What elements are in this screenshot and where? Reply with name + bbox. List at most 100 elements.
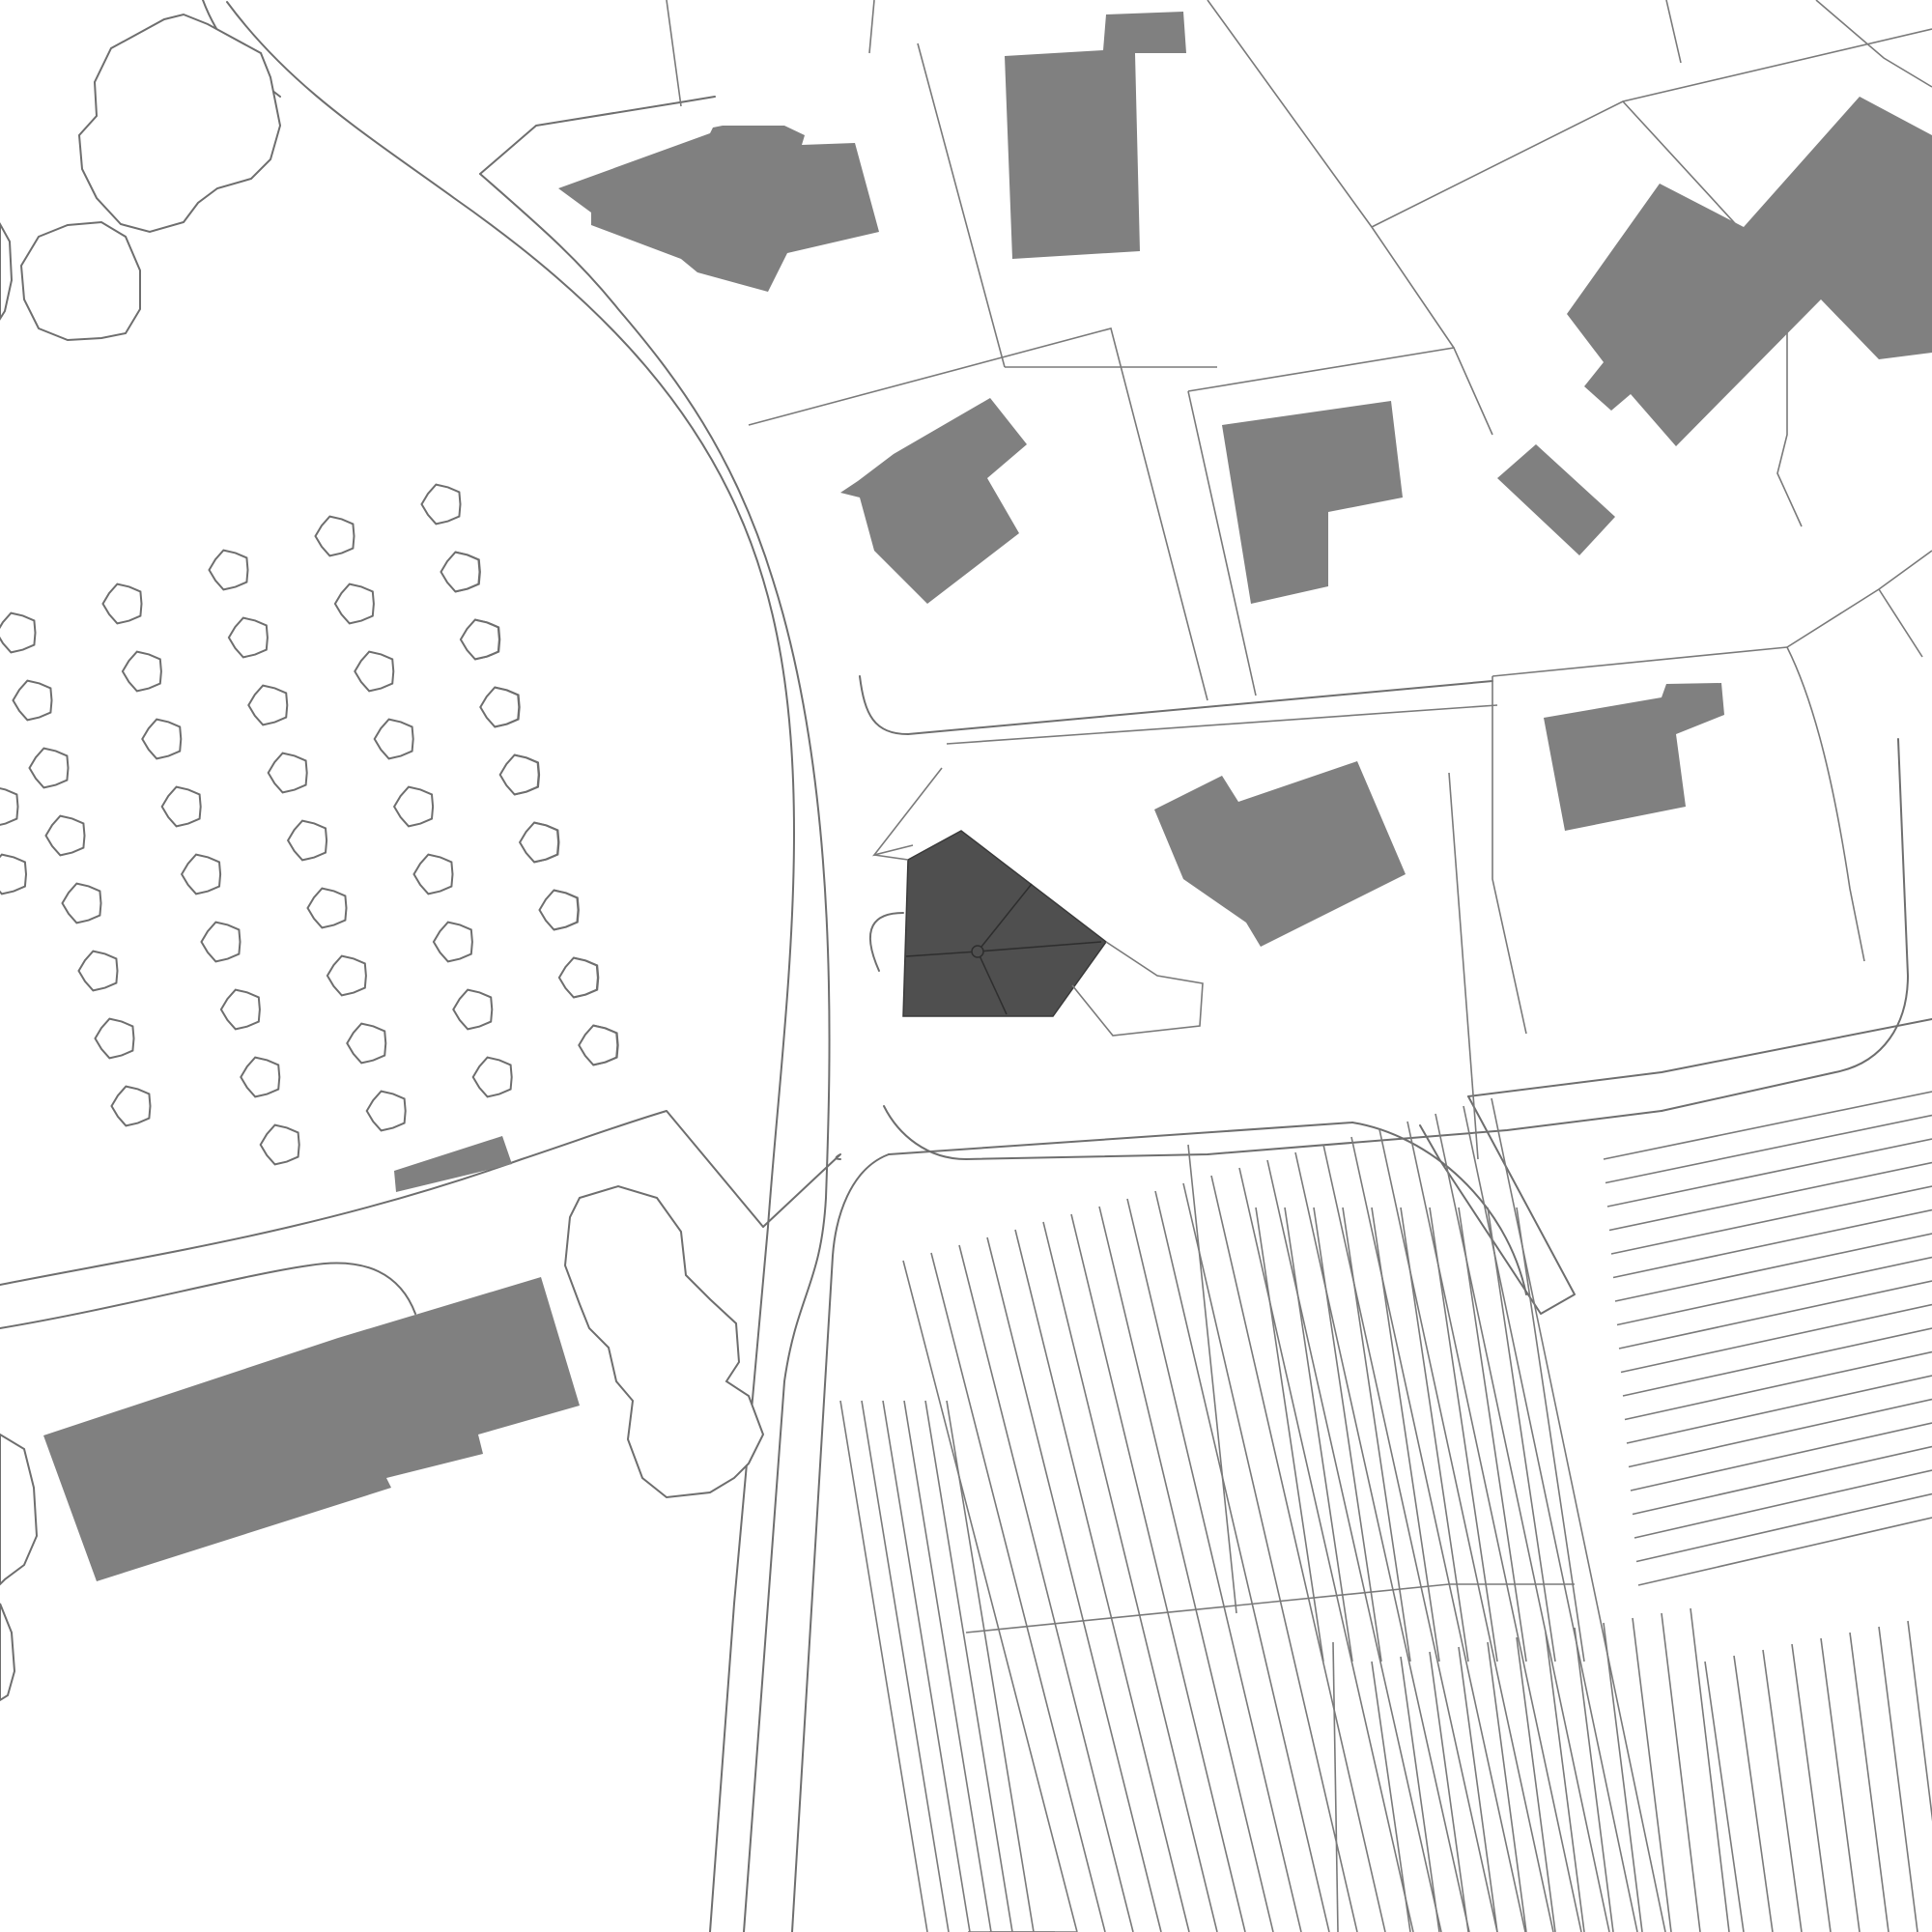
vineyard-row (1378, 1128, 1554, 1932)
vineyard-row (1612, 1208, 1932, 1279)
roof-ridge (977, 951, 1008, 1015)
parcel-line (1332, 1641, 1339, 1932)
east-road-lower-boundary-2 (1419, 1095, 1576, 1315)
orchard-tree (578, 1024, 619, 1066)
parcel-line (1207, 0, 1455, 349)
roof-ridge (977, 941, 1102, 952)
vineyard-row (1516, 1636, 1556, 1932)
orchard-tree (240, 1056, 281, 1098)
vineyard-row (1610, 1185, 1932, 1255)
parcel-line (1492, 676, 1527, 1035)
main-road-west-edge (226, 1, 795, 1932)
tree-canopy (19, 220, 141, 342)
parcel-line (1815, 0, 1932, 88)
orchard-tree (498, 753, 540, 796)
orchard-tree (0, 787, 19, 826)
vineyard-row (861, 1400, 950, 1932)
vineyard-row (1614, 1233, 1932, 1302)
building (43, 1277, 580, 1581)
tree-canopy (563, 1184, 765, 1499)
vineyard-row (902, 1260, 1078, 1932)
parcel-line (1878, 588, 1923, 658)
orchard-tree (538, 889, 580, 931)
parcel-line (1187, 1144, 1237, 1614)
orchard-tree (200, 921, 242, 963)
parcel-line (917, 43, 1006, 368)
orchard-tree (28, 747, 70, 789)
vineyard-row (1628, 1398, 1932, 1468)
orchard-tree (557, 956, 599, 999)
tree-canopy (77, 13, 282, 234)
south-road-west-edge (791, 1153, 890, 1932)
vineyard-row (986, 1236, 1162, 1932)
orchard-tree (412, 853, 454, 895)
building (1222, 401, 1403, 604)
orchard-tree (141, 718, 183, 760)
vineyard-row (1616, 1256, 1932, 1326)
east-road-south-edge-2 (869, 912, 904, 972)
orchard-tree (180, 853, 222, 895)
orchard (0, 483, 619, 1166)
vineyard-row (1014, 1229, 1190, 1932)
vineyard-row (1371, 1661, 1411, 1932)
orchard-tree (459, 618, 500, 661)
north-branch-road (479, 96, 716, 175)
tree-canopy (0, 1603, 16, 1702)
vineyard-row (1603, 1091, 1932, 1160)
vineyard-row (1630, 1422, 1932, 1492)
vineyard-row (1284, 1207, 1353, 1662)
parcel-line (946, 704, 1498, 745)
vineyard-row (1154, 1190, 1330, 1932)
orchard-tree (61, 882, 102, 924)
building (1497, 444, 1615, 555)
vineyard-row (1632, 1617, 1672, 1932)
vineyard-row (1429, 1651, 1469, 1932)
featured-building-roof (902, 830, 1108, 1017)
vineyard-row (1458, 1207, 1527, 1662)
parcel-line (868, 0, 875, 54)
orchard-tree (12, 679, 53, 722)
vineyard-row (1487, 1207, 1556, 1662)
vineyard-row (1487, 1641, 1527, 1932)
vineyard-row (1255, 1207, 1324, 1662)
vineyard-row (1545, 1632, 1585, 1932)
orchard-tree (333, 582, 375, 625)
vineyard-row (1661, 1612, 1701, 1932)
vineyard-row (1294, 1151, 1470, 1932)
building (1154, 761, 1406, 947)
vineyard-row (1635, 1492, 1932, 1563)
orchard-tree (219, 988, 261, 1031)
building (394, 1136, 512, 1192)
vineyard-row (1704, 1661, 1745, 1932)
orchard-tree (94, 1017, 135, 1060)
vineyard-rows (839, 1091, 1932, 1932)
south-crossroad-edge (762, 1153, 841, 1228)
tree-canopy (0, 221, 14, 321)
orchard-tree (259, 1123, 300, 1166)
orchard-tree (44, 814, 86, 857)
orchard-tree (346, 1022, 387, 1065)
west-road-south-edge (0, 1262, 416, 1329)
vineyard-row (1435, 1113, 1610, 1932)
orchard-tree (160, 785, 202, 828)
vineyard-row (1820, 1637, 1861, 1932)
orchard-tree (77, 950, 119, 992)
vineyard-row (1762, 1649, 1803, 1932)
east-road-south-edge (883, 1105, 1662, 1160)
roof-ridge (905, 951, 979, 957)
building (558, 126, 879, 292)
property-parcels (666, 0, 1932, 1932)
vineyard-row (1849, 1632, 1889, 1932)
parcel-line (1622, 100, 1803, 527)
vineyard-row (1733, 1655, 1774, 1932)
vineyard-row (1603, 1622, 1643, 1932)
orchard-tree (354, 650, 395, 693)
vineyard-row (1634, 1469, 1932, 1539)
vineyard-row (1632, 1445, 1932, 1516)
vineyard-row (839, 1400, 928, 1932)
orchard-tree (420, 483, 462, 526)
vineyard-row (1342, 1207, 1411, 1662)
vineyard-row (1182, 1182, 1358, 1932)
